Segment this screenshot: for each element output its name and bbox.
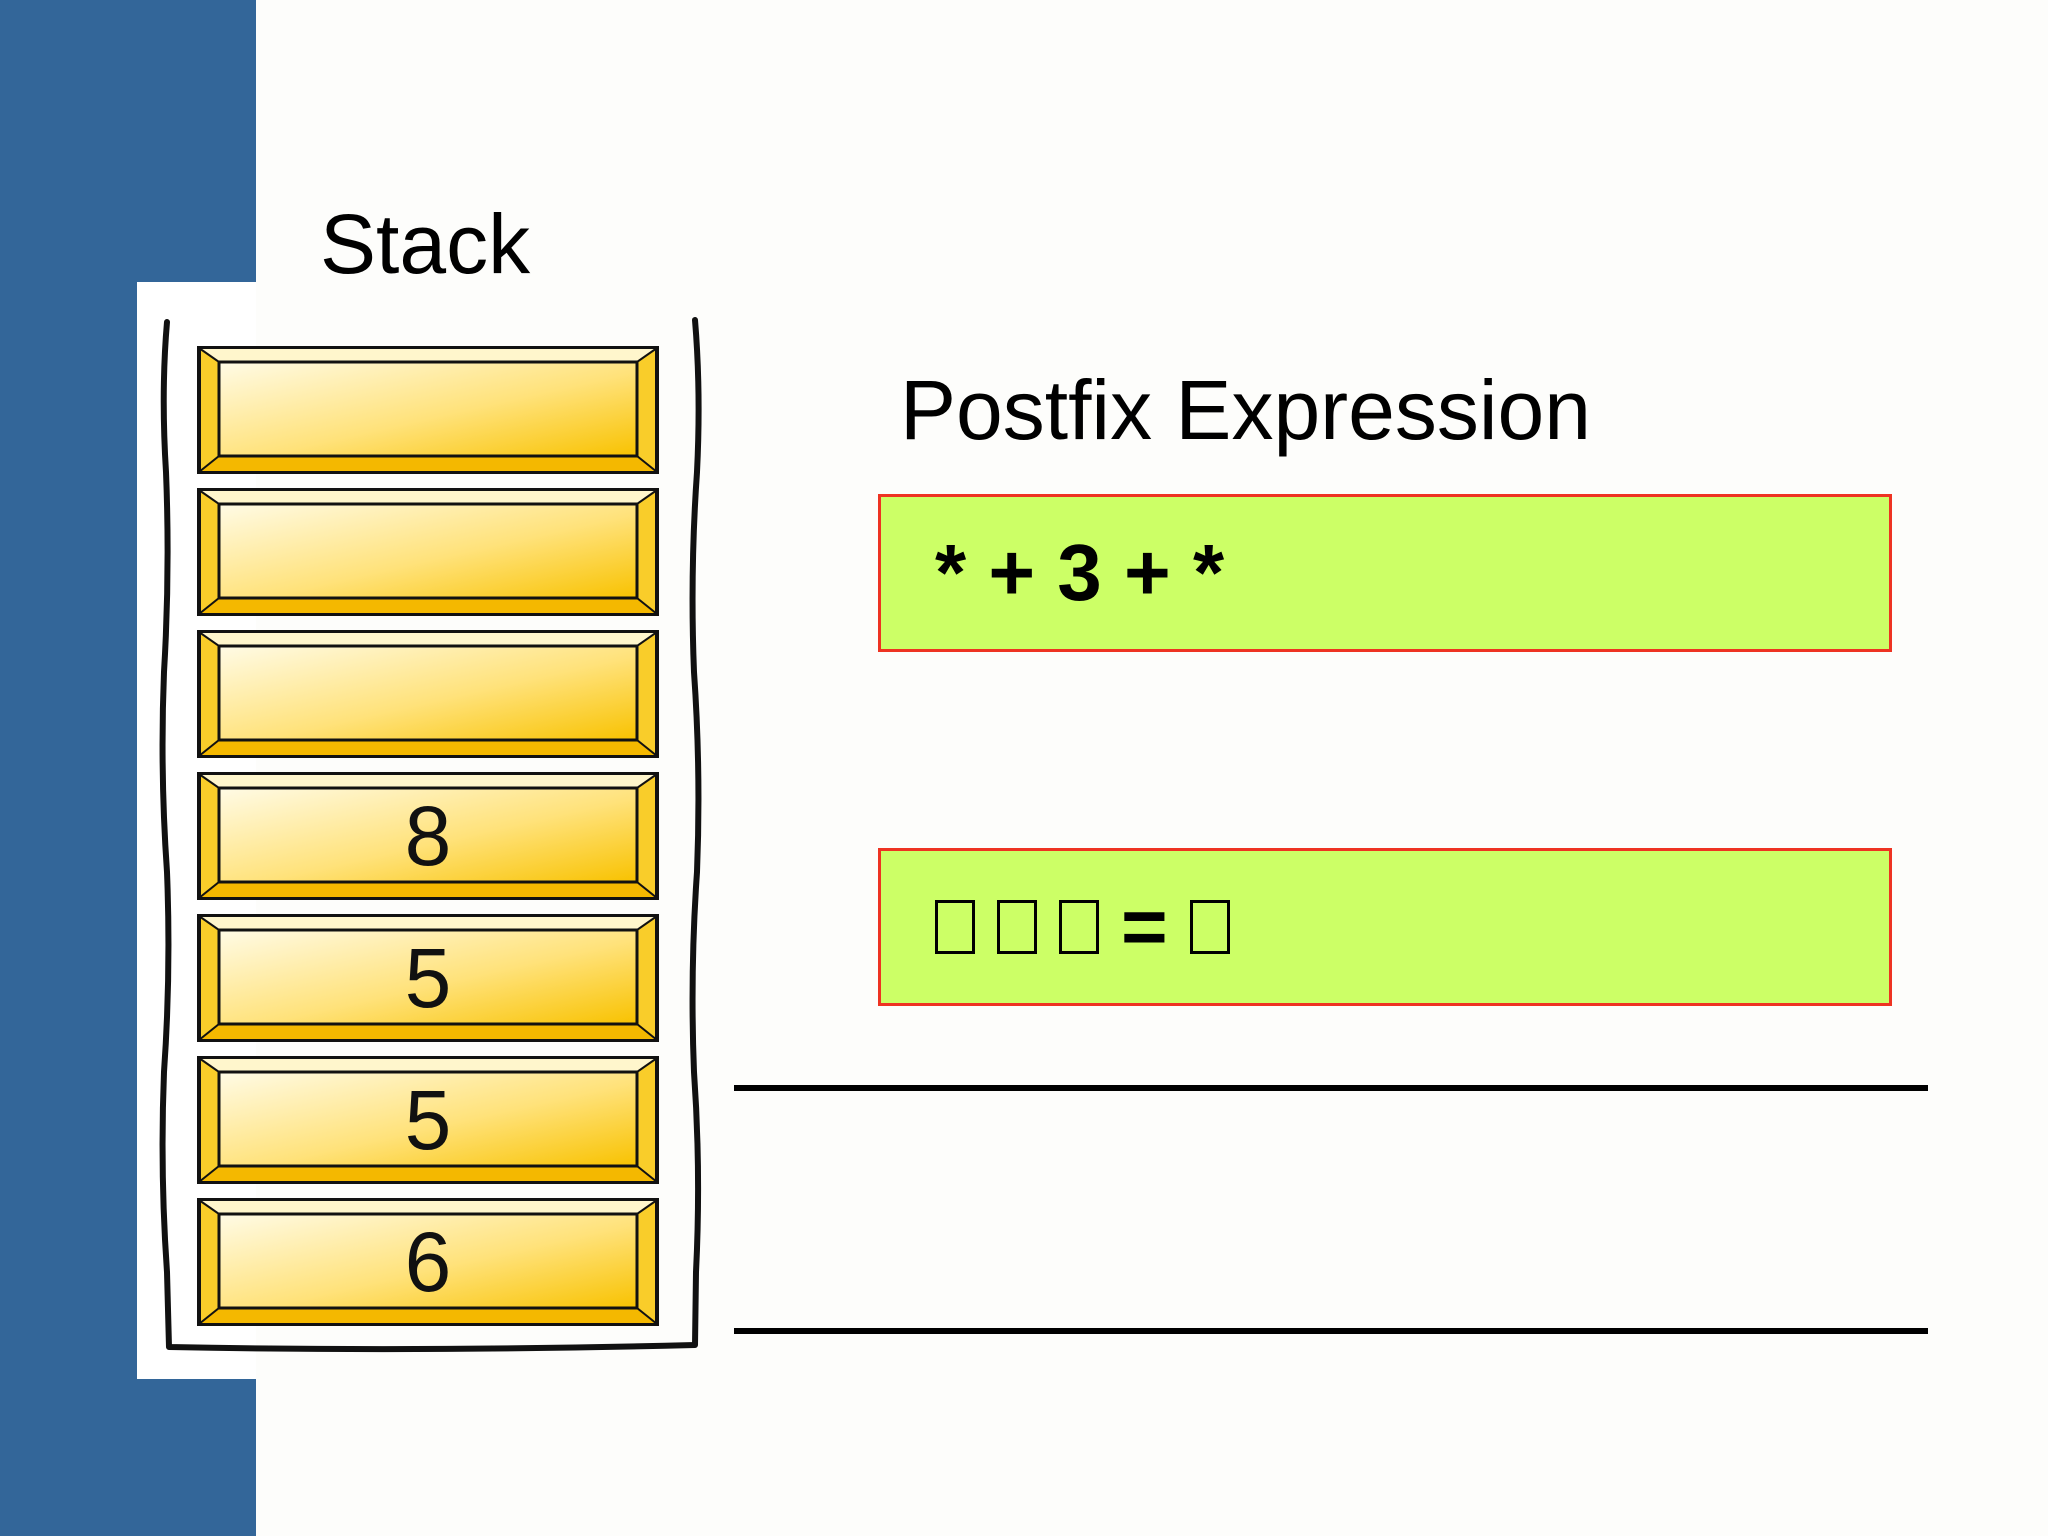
- missing-glyph-icon: [1059, 900, 1099, 954]
- brick-icon: [197, 1198, 659, 1326]
- stack-title: Stack: [320, 197, 531, 291]
- stack-slot-value: 5: [404, 1073, 452, 1167]
- evaluation-box: =: [878, 848, 1892, 1006]
- stack-slot-value: [197, 630, 659, 758]
- stack-slot-value: [197, 488, 659, 616]
- stack-slot: [197, 346, 659, 474]
- brick-icon: [197, 1056, 659, 1184]
- evaluation-equation: =: [935, 851, 1230, 1003]
- missing-glyph-icon: [997, 900, 1037, 954]
- missing-glyph-icon: [1189, 900, 1230, 954]
- postfix-expression-box: * + 3 + *: [878, 494, 1892, 652]
- stack-slot-value: 6: [404, 1215, 452, 1309]
- stack-outline: [159, 317, 702, 1353]
- stack-slot: [197, 630, 659, 758]
- brick-icon: [197, 630, 659, 758]
- stack-slot-value: 5: [404, 931, 452, 1025]
- stack-slot: 8: [197, 772, 659, 900]
- divider-line: [734, 1328, 1928, 1334]
- stack-slot-value: [197, 346, 659, 474]
- divider-line: [734, 1085, 1928, 1091]
- stack-slot: [197, 488, 659, 616]
- stack-container: 8 5 5: [155, 312, 710, 1357]
- stack-slot: 5: [197, 1056, 659, 1184]
- stack-slot: 5: [197, 914, 659, 1042]
- brick-icon: [197, 346, 659, 474]
- postfix-remaining-tokens: * + 3 + *: [935, 528, 1225, 617]
- stack-slot-value: 8: [404, 789, 452, 883]
- missing-glyph-icon: [935, 900, 975, 954]
- brick-icon: [197, 772, 659, 900]
- stack-slot: 6: [197, 1198, 659, 1326]
- brick-icon: [197, 488, 659, 616]
- postfix-title: Postfix Expression: [900, 363, 1591, 457]
- equals-sign: =: [1121, 882, 1168, 971]
- brick-icon: [197, 914, 659, 1042]
